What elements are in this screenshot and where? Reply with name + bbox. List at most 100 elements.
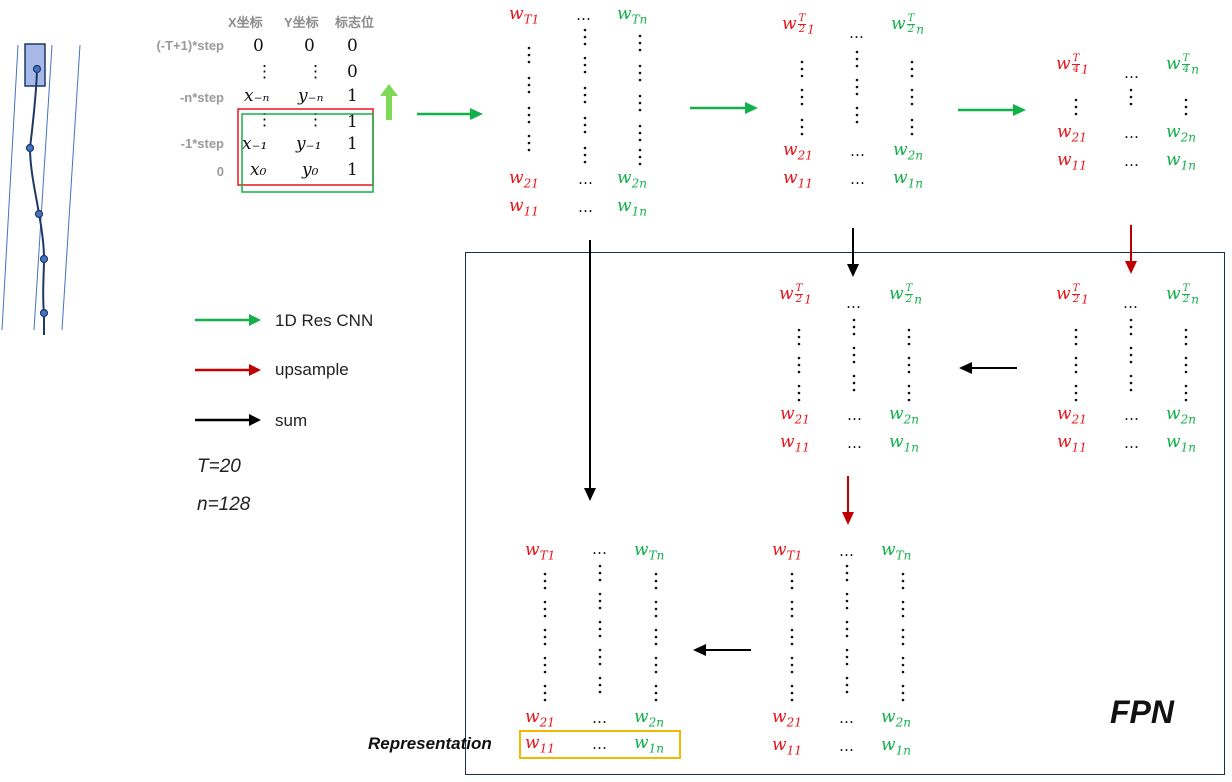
- matrix-entry: w11: [780, 432, 810, 455]
- ellipsis: …: [839, 542, 854, 560]
- ellipsis: …: [850, 142, 865, 160]
- legend-arrow-green-icon: [195, 314, 261, 326]
- vdots-m3-left: [1074, 98, 1078, 116]
- vdots-m3-right: [1184, 98, 1188, 116]
- vdots-m2-right: [910, 60, 914, 136]
- matrix-entry: w11: [1057, 150, 1087, 173]
- ellipsis: …: [578, 170, 593, 188]
- matrix-entry: w1n: [617, 196, 647, 219]
- ellipsis: …: [578, 198, 593, 216]
- vdots-m4-right: [1184, 328, 1188, 402]
- ellipsis: …: [849, 24, 864, 42]
- vdots-m7-mid: [598, 564, 602, 694]
- vdots-m7-left: [543, 572, 547, 702]
- matrix-entry: w1n: [1166, 432, 1196, 455]
- matrix-entry: w21: [525, 707, 555, 730]
- table-cell: ⋮: [256, 110, 273, 130]
- table-cell: y₀: [302, 160, 319, 180]
- param-n: n=128: [197, 494, 251, 515]
- table-cell: ⋮: [256, 62, 273, 82]
- matrix-entry: w21: [780, 404, 810, 427]
- ellipsis: …: [1124, 434, 1139, 452]
- matrix-entry: w21: [1057, 122, 1087, 145]
- legend-label-cnn: 1D Res CNN: [275, 311, 374, 330]
- matrix-entry: w1n: [893, 168, 923, 191]
- ellipsis: …: [839, 709, 854, 727]
- matrix-entry: w11: [772, 735, 802, 758]
- matrix-entry: w11: [1057, 432, 1087, 455]
- matrix-entry: w21: [509, 168, 539, 191]
- ellipsis: …: [1124, 64, 1139, 82]
- header-flag: 标志位: [335, 15, 375, 30]
- matrix-entry: wTn: [881, 540, 912, 563]
- param-t: T=20: [197, 456, 241, 477]
- ellipsis: …: [592, 735, 607, 753]
- matrix-entry: w11: [525, 733, 555, 756]
- fpn-label: FPN: [1110, 694, 1174, 730]
- legend-arrow-black-icon: [195, 414, 261, 426]
- legend-arrow-red-icon: [195, 364, 261, 376]
- window-box-green: [241, 113, 374, 193]
- representation-label: Representation: [368, 734, 492, 753]
- vdots-m4-left: [1074, 328, 1078, 402]
- matrix-entry: w2n: [1166, 404, 1196, 427]
- matrix-entry: wT1: [509, 4, 540, 27]
- matrix-entry: w2n: [634, 707, 664, 730]
- matrix-entry: w2n: [617, 168, 647, 191]
- vdots-m5-mid: [852, 318, 856, 392]
- table-cell: 1: [347, 160, 358, 180]
- table-cell: ⋮: [307, 62, 324, 82]
- matrix-entry: w2n: [1166, 122, 1196, 145]
- trajectory-point: [32, 64, 42, 74]
- ellipsis: …: [846, 294, 861, 312]
- trajectory-point: [39, 254, 49, 264]
- legend-label-sum: sum: [275, 411, 308, 430]
- matrix-entry: wTn: [617, 4, 648, 27]
- table-cell: y₋ₙ: [298, 86, 324, 106]
- ellipsis: …: [839, 737, 854, 755]
- matrix-entry: w11: [783, 168, 813, 191]
- ellipsis: …: [592, 540, 607, 558]
- table-cell: 0: [347, 62, 358, 82]
- row-label: -n*step: [179, 90, 224, 105]
- ellipsis: …: [847, 406, 862, 424]
- ellipsis: …: [592, 709, 607, 727]
- matrix-entry: w1n: [1166, 150, 1196, 173]
- table-cell: 0: [347, 36, 358, 56]
- ellipsis: …: [1124, 124, 1139, 142]
- vdots-m1-right: [638, 34, 642, 166]
- table-cell: 1: [347, 112, 358, 132]
- trajectory-point: [39, 308, 49, 318]
- ellipsis: …: [1124, 406, 1139, 424]
- fpn-frame: [465, 252, 1225, 775]
- matrix-entry: wT1: [772, 540, 803, 563]
- up-arrow-icon: [380, 84, 398, 120]
- table-cell: ⋮: [307, 110, 324, 130]
- ellipsis: …: [1124, 152, 1139, 170]
- matrix-entry: wTn: [634, 540, 665, 563]
- lane-line-left: [1, 44, 19, 331]
- table-cell: x₀: [250, 160, 267, 180]
- ellipsis: …: [850, 170, 865, 188]
- row-label: -1*step: [180, 136, 224, 151]
- vdots-m2-left: [800, 60, 804, 136]
- vdots-m7-right: [654, 572, 658, 702]
- table-window-boxes: [237, 108, 374, 193]
- legend-label-upsample: upsample: [275, 360, 349, 379]
- lane-line-mid-left: [33, 44, 53, 331]
- vdots-m4-mid: [1129, 318, 1133, 392]
- matrix-entry: w21: [1057, 404, 1087, 427]
- vdots-m1-left: [527, 46, 531, 152]
- vdots-m1-mid: [583, 28, 587, 164]
- vdots-m5-right: [907, 328, 911, 402]
- matrix-entry: w1n: [881, 735, 911, 758]
- matrix-entry: w2n: [881, 707, 911, 730]
- table-cell: y₋₁: [296, 134, 322, 154]
